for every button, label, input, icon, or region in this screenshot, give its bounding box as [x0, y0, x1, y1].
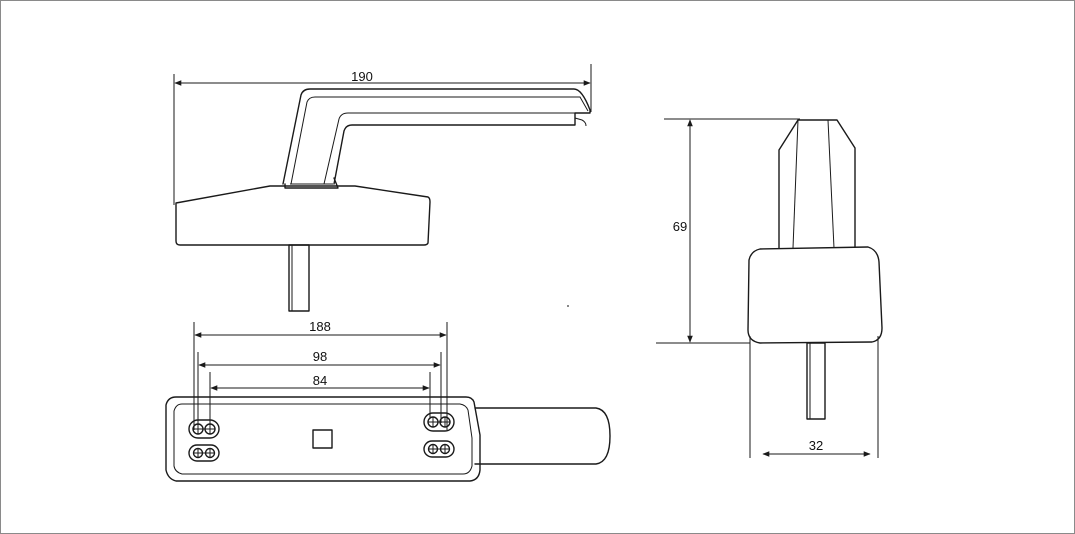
- handle-lever: [282, 88, 591, 185]
- dimension-label-188: 188: [309, 319, 331, 334]
- dimension-190: 190: [173, 64, 592, 205]
- left-screw-holes: [188, 419, 220, 462]
- dimension-label-69: 69: [673, 219, 687, 234]
- spindle-side: [806, 342, 826, 420]
- dimension-label-190: 190: [351, 69, 373, 84]
- handle-lever-inner-edge: [290, 96, 589, 185]
- spindle-square-hole: [312, 429, 333, 449]
- handle-base: [175, 185, 431, 246]
- dimension-label-98: 98: [313, 349, 327, 364]
- spindle: [288, 244, 310, 312]
- rosette-side: [747, 246, 883, 344]
- lever-side-profile: [778, 119, 856, 249]
- dimension-label-32: 32: [809, 438, 823, 453]
- dimension-69: 69: [656, 118, 800, 344]
- front-view: [175, 88, 591, 312]
- dimensions-hole-spacing: 188 98 84: [193, 319, 448, 430]
- base-plate-outer: [165, 396, 481, 482]
- dimension-32: 32: [749, 336, 879, 458]
- dimension-label-84: 84: [313, 373, 327, 388]
- side-view: [747, 119, 883, 420]
- right-screw-holes: [423, 412, 455, 458]
- plan-view: [165, 396, 611, 482]
